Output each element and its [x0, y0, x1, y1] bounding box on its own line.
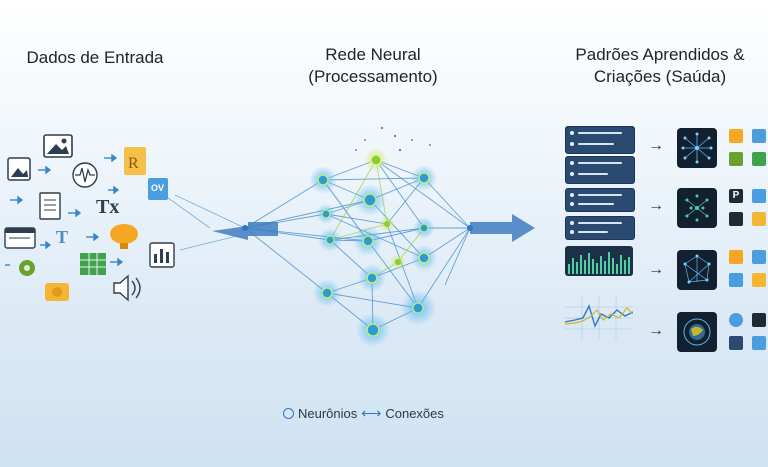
output-list-card-3: [565, 188, 635, 212]
speaker-icon: [113, 274, 141, 302]
ov-label: OV: [151, 183, 165, 193]
cloud-bulb-icon: [110, 224, 138, 249]
input-section-title: Dados de Entrada: [26, 48, 164, 67]
app-icon-orange: [729, 129, 743, 143]
particles: [355, 126, 431, 152]
image-icon: [7, 157, 31, 181]
app-icon-wave: [752, 212, 766, 226]
result-card-4: [677, 312, 717, 352]
document-yellow-icon: R: [124, 147, 146, 175]
app-icon-mountain: [729, 212, 743, 226]
legend-connections-label: Conexões: [385, 406, 444, 421]
result-card-3: [677, 250, 717, 290]
legend-arrow-icon: ⟷: [361, 405, 382, 421]
app-icon-p: P: [729, 189, 743, 203]
image-icon: [43, 134, 73, 158]
waveform-icon: [72, 162, 98, 188]
app-icon-teal: [752, 250, 766, 264]
svg-text:R: R: [128, 155, 139, 172]
output-section-title: Padrões Aprendidos & Criações (Saúda): [560, 44, 760, 88]
input-icons: T R: [4, 134, 175, 302]
folder-icon: [45, 283, 69, 301]
legend-neurons-label: Neurônios: [298, 406, 358, 421]
output-line-chart-card: [564, 296, 634, 340]
output-list-card-1: [565, 126, 635, 154]
output-arrow-2: →: [648, 197, 664, 214]
svg-text:T: T: [56, 227, 68, 247]
app-icon-link: [752, 313, 766, 327]
neurons: [242, 148, 473, 347]
network-title-line1: Rede Neural: [325, 45, 421, 64]
app-icon-home: [729, 250, 743, 264]
output-arrow-3: →: [648, 261, 664, 278]
ov-document-icon: [148, 178, 168, 200]
output-title-line2: Criações (Saúda): [593, 67, 727, 86]
tx-text-icon: Tx: [96, 196, 120, 218]
output-list-card-2: [565, 156, 635, 184]
app-icon-shuffle: [752, 189, 766, 203]
document-icon: [39, 192, 61, 220]
output-bar-chart-card: [565, 246, 633, 276]
app-icon-image: [729, 273, 743, 287]
result-card-2: [677, 188, 717, 228]
legend: Neurônios ⟷ Conexões: [283, 405, 444, 422]
app-icon-sun: [752, 273, 766, 287]
app-icon-check: [752, 152, 766, 166]
app-icon-snow: [752, 336, 766, 350]
right-flow-arrow: [470, 214, 535, 242]
app-icon-green: [729, 152, 743, 166]
output-list-card-4: [565, 216, 635, 240]
network-connections-green: [329, 159, 425, 279]
bar-chart-icon: [149, 242, 175, 268]
text-icon: T: [56, 227, 68, 247]
app-icon-blue: [752, 129, 766, 143]
app-icon-chart: [729, 336, 743, 350]
network-title-line2: (Processamento): [308, 67, 438, 86]
browser-icon: [4, 227, 36, 249]
gear-icon: [19, 260, 35, 276]
neuron-legend-icon: [283, 408, 294, 419]
spreadsheet-icon: [80, 253, 106, 275]
app-icon-globe: [729, 313, 743, 327]
network-section-title: Rede Neural (Processamento): [288, 44, 458, 88]
output-arrow-4: →: [648, 322, 664, 339]
output-title-line1: Padrões Aprendidos &: [575, 45, 745, 64]
result-card-1: [677, 128, 717, 168]
small-arrows: [5, 153, 124, 267]
output-arrow-1: →: [648, 137, 664, 154]
